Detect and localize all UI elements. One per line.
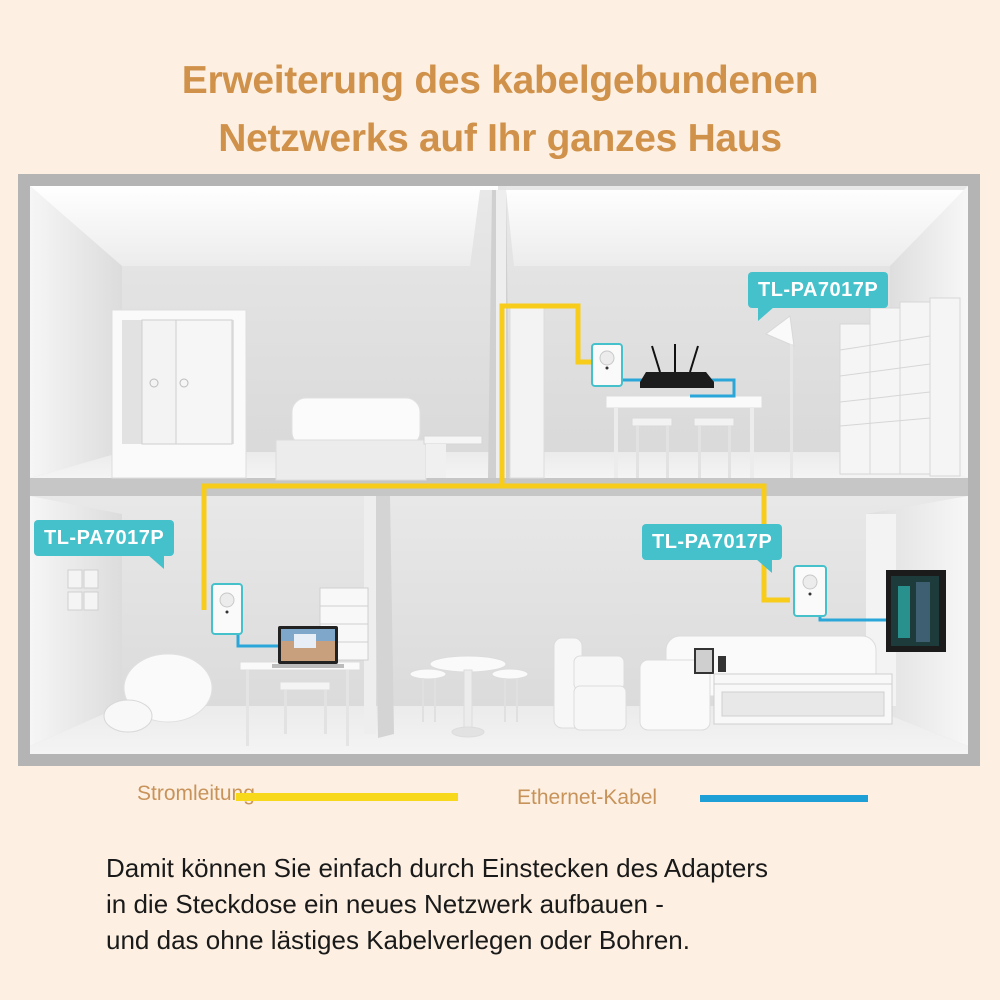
window xyxy=(67,569,99,611)
nightstand xyxy=(423,435,483,478)
product-badge-study: TL-PA7017P xyxy=(34,520,175,569)
office-column xyxy=(509,305,545,479)
desk-lamp xyxy=(765,315,795,478)
headline-line-1: Erweiterung des kabelgebundenen xyxy=(181,59,819,102)
power-line xyxy=(201,303,790,610)
powerline-adapter-living xyxy=(793,565,827,617)
house-interior: TL-PA7017P TL-PA7017P TL-PA7017P xyxy=(30,186,968,754)
house-cutaway-illustration: TL-PA7017P TL-PA7017P TL-PA7017P xyxy=(18,174,980,766)
legend-power-swatch xyxy=(236,793,458,801)
bookshelf xyxy=(839,297,961,477)
bistro-table xyxy=(409,655,529,738)
description-line-1: Damit können Sie einfach durch Einstecke… xyxy=(106,853,768,883)
powerline-adapter-office xyxy=(591,343,623,387)
bed xyxy=(275,397,427,481)
headline: Erweiterung des kabelgebundenen Netzwerk… xyxy=(0,52,1000,168)
tv-stand xyxy=(713,673,893,725)
legend-ethernet-swatch xyxy=(700,795,868,802)
headline-line-2: Netzwerks auf Ihr ganzes Haus xyxy=(218,117,782,160)
description-line-2: in die Steckdose ein neues Netzwerk aufb… xyxy=(106,889,664,919)
laptop xyxy=(272,626,344,668)
description-line-3: und das ohne lästiges Kabelverlegen oder… xyxy=(106,925,690,955)
wall-tv xyxy=(886,570,946,652)
office-desk xyxy=(605,395,763,478)
powerline-adapter-study xyxy=(211,583,243,635)
legend-ethernet-label: Ethernet-Kabel xyxy=(517,786,658,809)
description: Damit können Sie einfach durch Einstecke… xyxy=(106,850,926,958)
house-scene xyxy=(30,186,968,754)
armchairs xyxy=(553,637,627,731)
router xyxy=(640,344,714,388)
wardrobe xyxy=(111,309,247,479)
product-badge-office: TL-PA7017P xyxy=(748,272,889,321)
legend-power-label: Stromleitung xyxy=(137,782,255,805)
pouf xyxy=(103,699,153,733)
product-badge-living-room: TL-PA7017P xyxy=(642,524,783,573)
phone xyxy=(718,656,726,672)
